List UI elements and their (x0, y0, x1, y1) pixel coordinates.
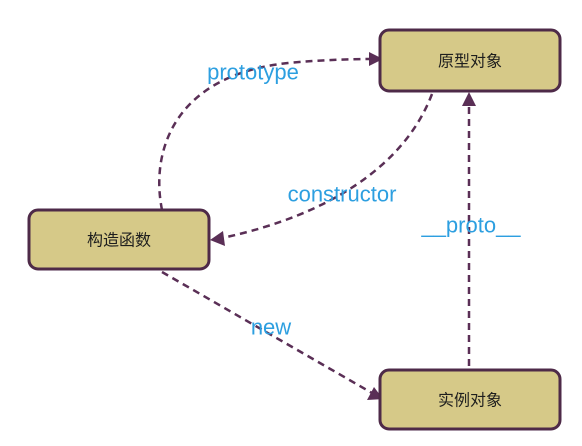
node-instance-object[interactable]: 实例对象 (378, 368, 562, 431)
node-constructor-function-box (27, 208, 211, 271)
node-prototype-object-label: 原型对象 (438, 52, 502, 71)
edge-label-new: new (251, 315, 291, 340)
edge-label-constructor: constructor (288, 182, 397, 207)
edge-new-line (161, 270, 373, 395)
edge-constructor-arrowhead (210, 231, 225, 246)
edge-prototype-arrowhead (369, 52, 383, 66)
edge-prototype (158, 52, 383, 211)
node-instance-object-box (378, 368, 562, 431)
edge-label-proto: __proto__ (420, 213, 521, 238)
edge-prototype-line (158, 57, 373, 211)
edge-constructor-line (221, 93, 434, 240)
node-constructor-function[interactable]: 构造函数 (27, 208, 211, 271)
node-constructor-function-label: 构造函数 (87, 231, 151, 250)
edge-proto-arrowhead (462, 92, 476, 106)
edge-constructor (210, 93, 434, 246)
node-prototype-object-box (378, 28, 562, 93)
node-instance-object-label: 实例对象 (438, 391, 502, 410)
edge-proto (462, 92, 476, 366)
node-prototype-object[interactable]: 原型对象 (378, 28, 562, 93)
edge-label-prototype: prototype (207, 60, 299, 85)
